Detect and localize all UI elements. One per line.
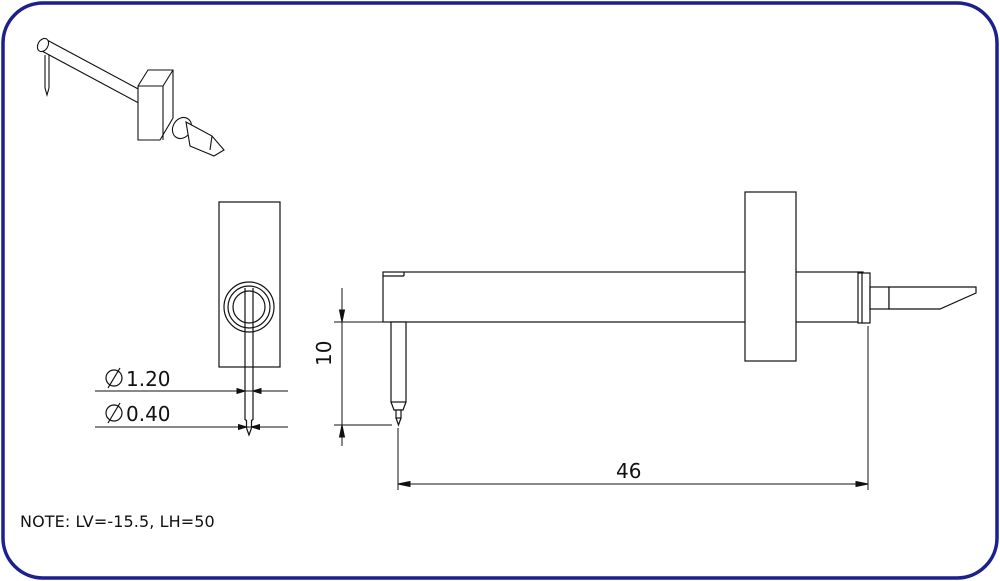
isometric-thumbnail xyxy=(36,37,225,157)
side-view-block xyxy=(744,191,797,362)
drawing-note: NOTE: LV=-15.5, LH=50 xyxy=(20,512,215,531)
dim-vertical-length: 10 xyxy=(312,341,336,366)
side-view xyxy=(382,191,977,427)
dim-diameter-tip: 0.40 xyxy=(126,402,171,426)
side-view-horizontal-dimension xyxy=(397,326,869,490)
side-view-blade xyxy=(888,286,977,310)
side-view-probe-pin xyxy=(390,321,407,403)
end-view-block xyxy=(218,201,281,368)
end-view-dimensions xyxy=(95,387,288,431)
side-view-vertical-dimension xyxy=(334,288,392,446)
diameter-symbol-icon xyxy=(105,402,123,424)
end-view-outer-ring xyxy=(223,281,275,333)
end-view xyxy=(218,201,281,437)
dim-diameter-shaft: 1.20 xyxy=(126,367,171,391)
diameter-symbol-icon xyxy=(105,367,123,389)
dim-horizontal-length: 46 xyxy=(616,459,641,483)
